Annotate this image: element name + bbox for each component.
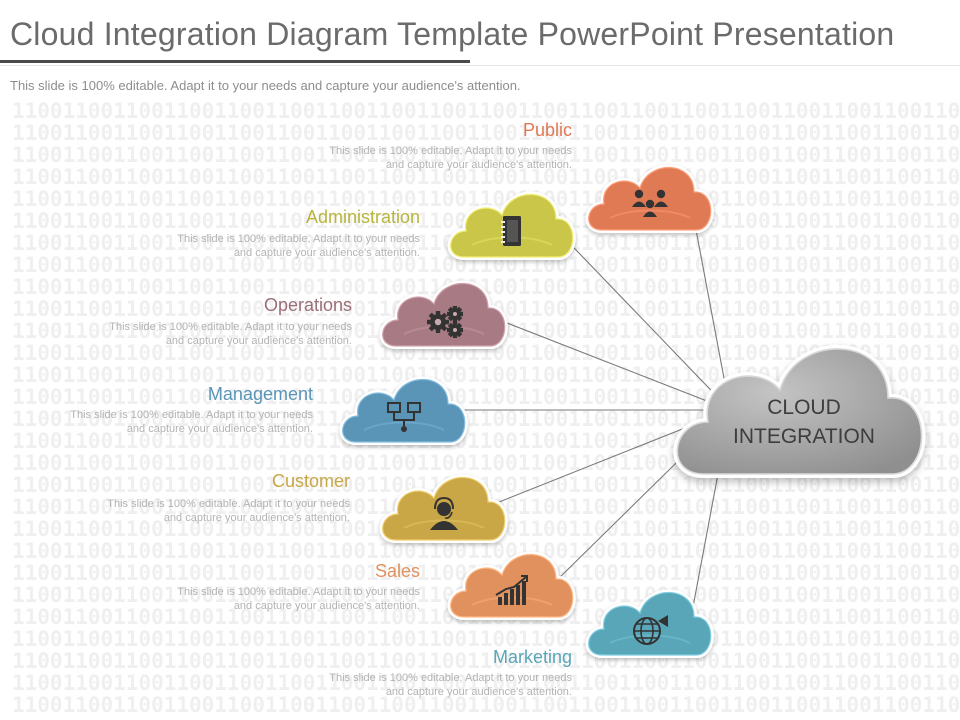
globe-megaphone-icon [633,615,668,645]
description-line: This slide is 100% editable. Adapt it to… [109,321,352,333]
title-underline [0,60,470,63]
description-line: and capture your audience's attention. [385,686,572,698]
description-line: This slide is 100% editable. Adapt it to… [107,498,350,510]
label-public-title: Public [522,120,572,140]
binary-pattern-line: 1100110011001100110011001100110011001100… [12,473,960,497]
label-customer-description: This slide is 100% editable. Adapt it to… [50,497,350,525]
label-administration-title: Administration [305,207,420,227]
description-line: This slide is 100% editable. Adapt it to… [177,586,420,598]
label-marketing-description: This slide is 100% editable. Adapt it to… [272,671,572,699]
slide-title: Cloud Integration Diagram Template Power… [10,16,895,52]
hub-cloud [673,345,926,478]
description-line: and capture your audience's attention. [233,600,420,612]
title-divider [0,65,960,66]
binary-pattern-line: 1100110011001100110011001100110011001100… [12,100,960,123]
binary-pattern-line: 1100110011001100110011001100110011001100… [12,693,960,717]
label-sales-title: Sales [374,561,420,581]
label-management-description: This slide is 100% editable. Adapt it to… [13,408,313,436]
people-icon [632,189,668,217]
description-line: This slide is 100% editable. Adapt it to… [70,409,313,421]
label-marketing-title: Marketing [492,647,572,667]
connector-administration [551,224,731,411]
connector-public [689,197,731,411]
cloud-management [339,376,468,445]
headset-person-icon [430,496,458,530]
binary-pattern-line: 1100110011001100110011001100110011001100… [12,253,960,277]
binary-pattern-line: 1100110011001100110011001100110011001100… [12,341,960,365]
label-management-title: Management [207,384,313,404]
network-icon [387,402,421,432]
description-line: and capture your audience's attention. [233,247,420,259]
binary-pattern-line: 1100110011001100110011001100110011001100… [12,671,960,695]
label-administration-description: This slide is 100% editable. Adapt it to… [120,232,420,260]
description-line: This slide is 100% editable. Adapt it to… [329,672,572,684]
cloud-public [585,164,714,233]
hub-label-line1: CLOUD [767,396,841,419]
binary-pattern-line: 1100110011001100110011001100110011001100… [12,143,960,167]
label-customer-title: Customer [271,471,350,491]
slide-subtitle: This slide is 100% editable. Adapt it to… [10,78,521,93]
description-line: This slide is 100% editable. Adapt it to… [177,233,420,245]
notebook-icon [501,216,521,246]
connector-operations [483,313,731,411]
description-line: and capture your audience's attention. [163,512,350,524]
label-operations-description: This slide is 100% editable. Adapt it to… [52,320,352,348]
binary-pattern-line: 1100110011001100110011001100110011001100… [12,539,960,563]
description-line: and capture your audience's attention. [385,159,572,171]
cloud-sales [447,551,576,620]
binary-pattern-line: 1100110011001100110011001100110011001100… [12,121,960,145]
binary-pattern-line: 1100110011001100110011001100110011001100… [12,649,960,673]
binary-pattern-line: 1100110011001100110011001100110011001100… [12,627,960,651]
binary-pattern-line: 1100110011001100110011001100110011001100… [12,165,960,189]
bar-chart-icon [495,575,528,605]
description-line: This slide is 100% editable. Adapt it to… [329,145,572,157]
description-line: and capture your audience's attention. [165,335,352,347]
gears-icon [427,306,463,338]
description-line: and capture your audience's attention. [126,423,313,435]
binary-background: 1100110011001100110011001100110011001100… [0,100,960,720]
binary-pattern-line: 1100110011001100110011001100110011001100… [12,275,960,299]
binary-pattern-line: 1100110011001100110011001100110011001100… [12,187,960,211]
label-operations-title: Operations [263,295,352,315]
hub-label-line2: INTEGRATION [733,425,875,448]
label-sales-description: This slide is 100% editable. Adapt it to… [120,585,420,613]
label-public-description: This slide is 100% editable. Adapt it to… [272,144,572,172]
